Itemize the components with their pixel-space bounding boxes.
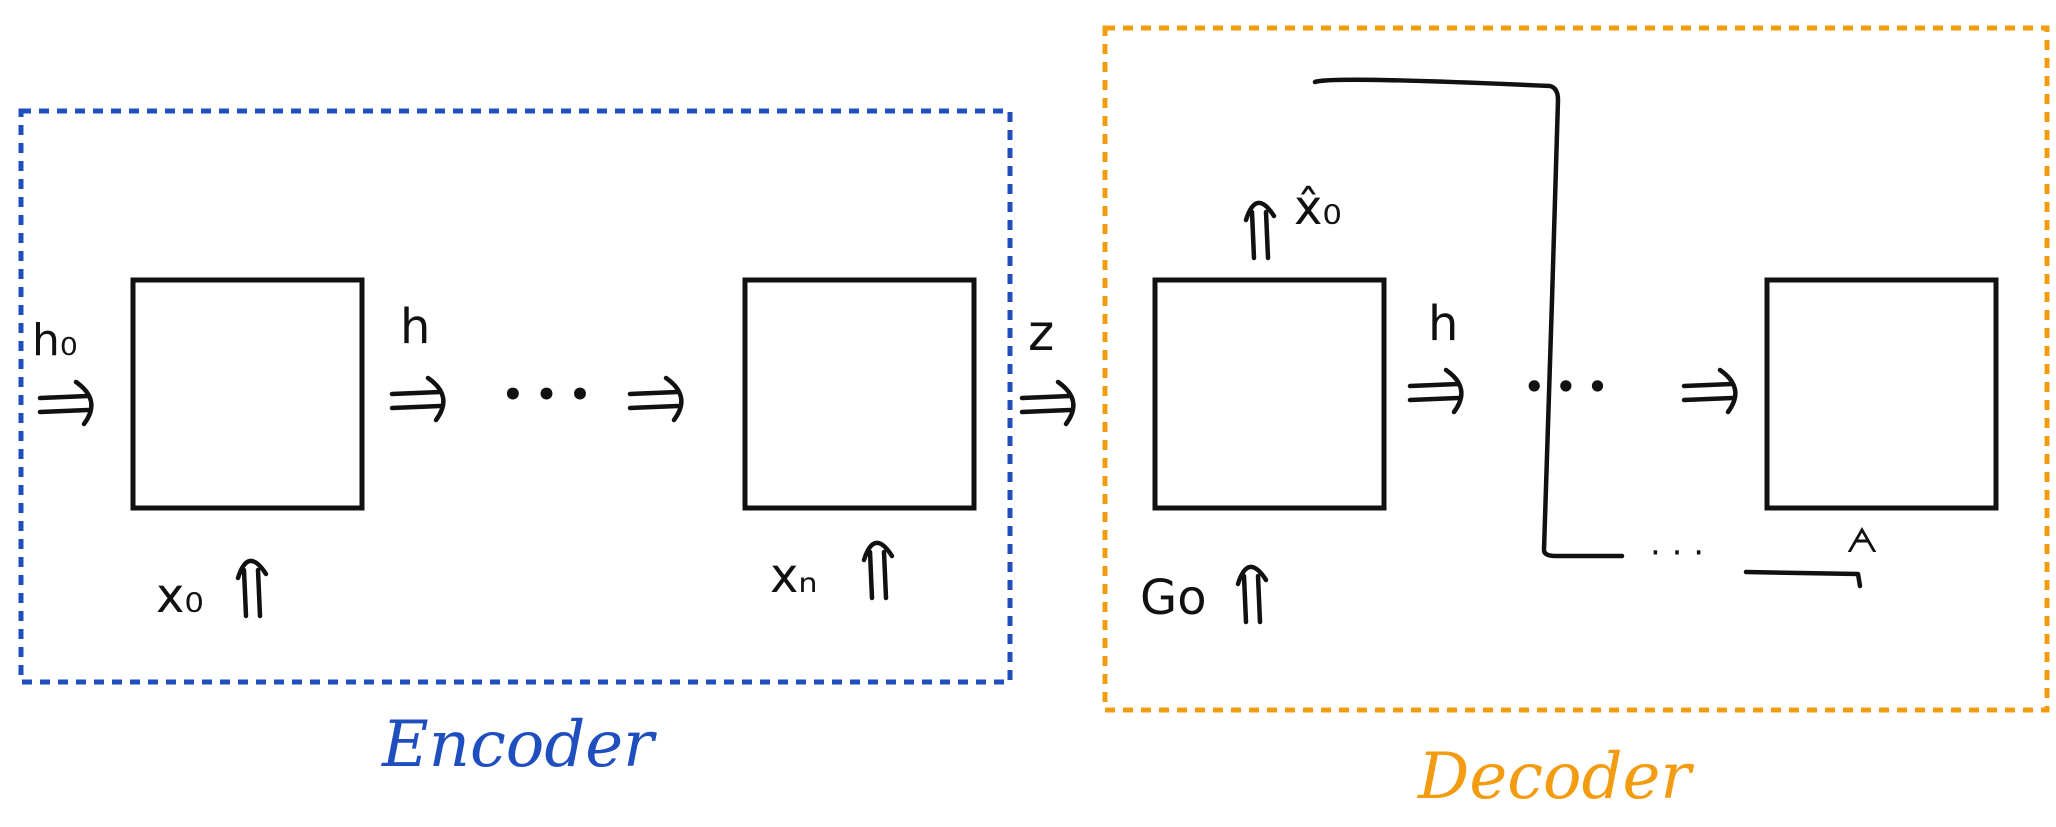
decoder-to-last-arrow-icon xyxy=(1684,370,1735,412)
encoder-cell-first xyxy=(130,277,365,511)
decoder-cell-last xyxy=(1764,277,1999,511)
context-arrow-icon xyxy=(1022,382,1073,424)
h0-label: h₀ xyxy=(32,315,78,366)
encoder-ellipsis: • • • xyxy=(502,375,591,415)
decoder-output-arrow-icon xyxy=(1246,203,1274,258)
encoder-h-label: h xyxy=(400,299,430,355)
decoder-ellipsis: • • • xyxy=(1524,368,1608,406)
decoder-h-label: h xyxy=(1428,296,1458,352)
feedback-hat-glyph: ᗅ xyxy=(1846,521,1878,561)
xn-input-arrow-icon xyxy=(864,543,892,598)
decoder-cell-first xyxy=(1152,277,1387,511)
xn-label: xₙ xyxy=(770,548,818,604)
encoder-caption: Encoder xyxy=(381,708,657,782)
encoder-cell-last xyxy=(742,277,977,511)
go-input-arrow-icon xyxy=(1238,567,1266,622)
decoder-output-label: x̂₀ xyxy=(1294,180,1342,236)
decoder-caption: Decoder xyxy=(1417,740,1694,814)
x0-input-arrow-icon xyxy=(238,561,266,616)
decoder-hidden-arrow-icon xyxy=(1410,370,1461,412)
encoder-hidden-arrow-icon xyxy=(392,378,443,420)
encoder-region xyxy=(18,108,1013,685)
feedback-return-line xyxy=(1743,569,1863,589)
x0-label: x₀ xyxy=(156,568,204,624)
z-label: z xyxy=(1028,304,1054,362)
go-label: Go xyxy=(1140,570,1207,626)
feedback-loop-line xyxy=(1312,77,1625,559)
encoder-to-last-arrow-icon xyxy=(630,378,681,420)
input-arrow-icon xyxy=(40,382,91,424)
decoder-region xyxy=(1102,25,2050,713)
feedback-ellipsis: · · · xyxy=(1650,533,1704,573)
